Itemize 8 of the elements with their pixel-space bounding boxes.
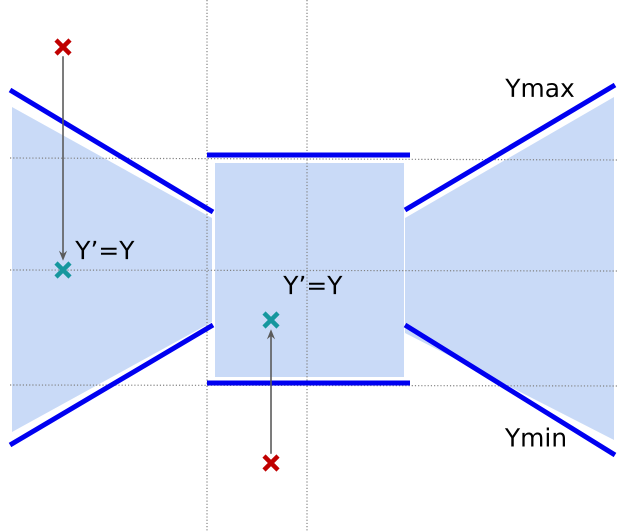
cross-marker bbox=[54, 260, 72, 280]
point-label: Y’=Y bbox=[75, 240, 134, 260]
limit-label: Ymax bbox=[505, 78, 574, 98]
point-label: Y’=Y bbox=[283, 276, 342, 294]
cross-marker bbox=[262, 310, 280, 330]
cross-marker bbox=[262, 454, 280, 472]
cross-marker bbox=[54, 38, 72, 56]
limit-label: Ymin bbox=[504, 428, 565, 446]
